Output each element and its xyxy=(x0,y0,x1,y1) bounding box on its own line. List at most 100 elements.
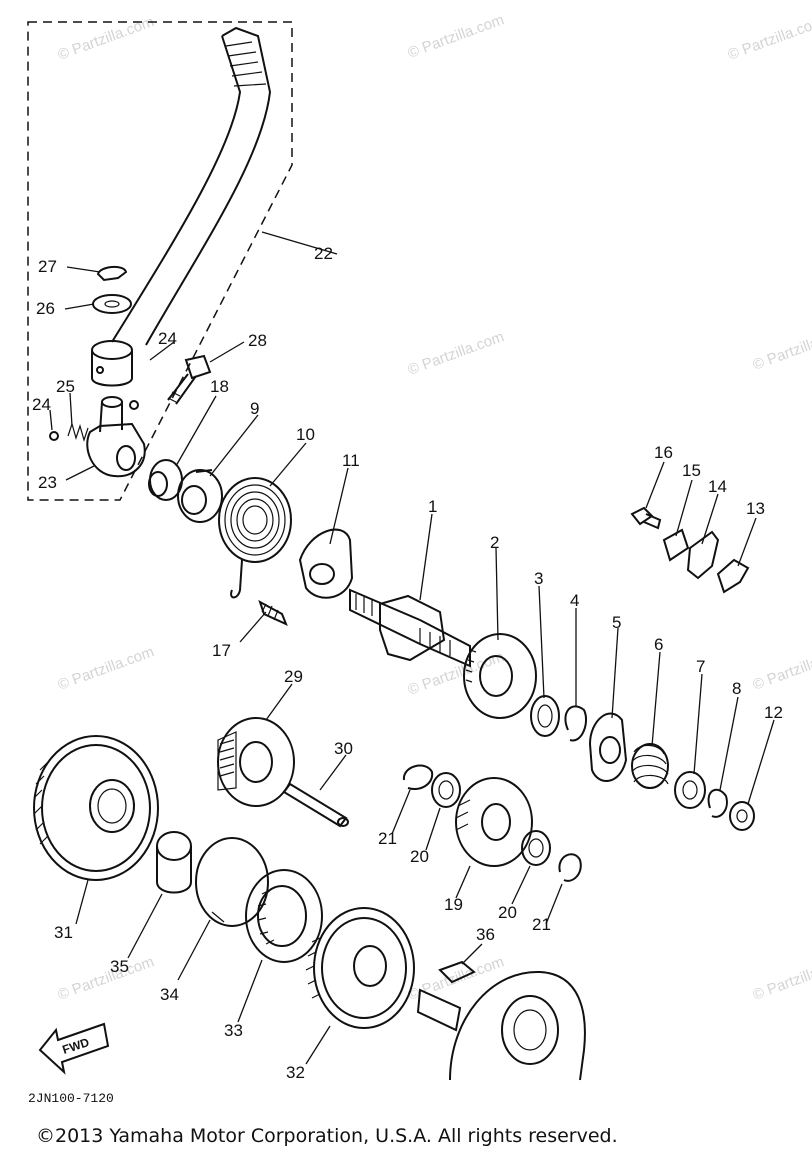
pin-17 xyxy=(258,599,288,626)
callout-29: 29 xyxy=(284,667,303,686)
callout-8: 8 xyxy=(732,679,741,698)
torsion-spring-10 xyxy=(218,477,292,599)
spring-guide-9 xyxy=(177,469,223,523)
watermark: © Partzilla.com xyxy=(56,643,157,694)
callout-30: 30 xyxy=(334,739,353,758)
callout-1: 1 xyxy=(428,497,437,516)
watermark: © Partzilla.com xyxy=(406,328,507,379)
shaft-30 xyxy=(282,782,349,828)
gear-29 xyxy=(217,717,295,807)
bolt-28 xyxy=(167,354,212,405)
callout-27: 27 xyxy=(38,257,57,276)
kick-boss xyxy=(91,340,133,387)
callout-13: 13 xyxy=(746,499,765,518)
washer-20b xyxy=(521,830,551,866)
callout-32: 32 xyxy=(286,1063,305,1082)
plate-11 xyxy=(298,528,354,599)
washer-20b-hole xyxy=(528,838,544,858)
washer-3 xyxy=(530,695,560,737)
callout-20b: 20 xyxy=(498,903,517,922)
ball-24a xyxy=(129,400,139,410)
callout-18: 18 xyxy=(210,377,229,396)
callout-7: 7 xyxy=(696,657,705,676)
callout-33: 33 xyxy=(224,1021,243,1040)
callout-28: 28 xyxy=(248,331,267,350)
spring-25 xyxy=(67,421,89,443)
plate-15 xyxy=(662,528,690,562)
callout-24a: 24 xyxy=(158,329,177,348)
case-housing xyxy=(416,970,586,1081)
ball-24b xyxy=(49,431,59,441)
callout-16: 16 xyxy=(654,443,673,462)
clip-8 xyxy=(707,788,728,818)
watermark: © Partzilla.com xyxy=(751,643,812,694)
callout-21a: 21 xyxy=(378,829,397,848)
clip-27 xyxy=(96,266,128,282)
large-gear-31 xyxy=(33,735,159,881)
callout-26: 26 xyxy=(36,299,55,318)
kick-shaft-1 xyxy=(349,588,471,668)
washer-20a-hole xyxy=(438,780,454,800)
callout-9: 9 xyxy=(250,399,259,418)
callout-15: 15 xyxy=(682,461,701,480)
washer-20a xyxy=(431,772,461,808)
key-36 xyxy=(438,960,476,984)
callout-20a: 20 xyxy=(410,847,429,866)
watermark: © Partzilla.com xyxy=(406,11,507,62)
bushing-35 xyxy=(156,831,192,894)
washer-3-hole xyxy=(537,704,553,728)
callout-10: 10 xyxy=(296,425,315,444)
clip-21a xyxy=(402,764,434,790)
watermark: © Partzilla.com xyxy=(56,953,157,1004)
callout-23: 23 xyxy=(38,473,57,492)
washer-26 xyxy=(92,294,132,314)
kick-crank-23 xyxy=(86,396,146,478)
watermark: © Partzilla.com xyxy=(751,953,812,1004)
circlip-34 xyxy=(195,837,269,927)
washer-7-hole xyxy=(682,780,698,800)
callout-21b: 21 xyxy=(532,915,551,934)
watermark: © Partzilla.com xyxy=(726,13,812,64)
callout-6: 6 xyxy=(654,635,663,654)
gear-19 xyxy=(455,777,533,867)
clip-4 xyxy=(564,705,588,742)
callout-12: 12 xyxy=(764,703,783,722)
gear-32 xyxy=(305,907,415,1029)
callout-17: 17 xyxy=(212,641,231,660)
callout-22: 22 xyxy=(314,244,333,263)
callout-24b: 24 xyxy=(32,395,51,414)
diagram-code: 2JN100-7120 xyxy=(28,1091,114,1106)
callout-25: 25 xyxy=(56,377,75,396)
watermark: © Partzilla.com xyxy=(406,953,507,1004)
callouts: 27 26 22 24 28 25 24 23 18 9 10 11 1 2 3… xyxy=(32,244,783,1082)
leader-lines xyxy=(49,231,775,1065)
callout-4: 4 xyxy=(570,591,579,610)
callout-35: 35 xyxy=(110,957,129,976)
callout-3: 3 xyxy=(534,569,543,588)
kick-lever-arm xyxy=(111,26,272,346)
bolt-16 xyxy=(630,506,662,530)
washer-7 xyxy=(674,771,706,809)
callout-36: 36 xyxy=(476,925,495,944)
clip-21b xyxy=(558,853,582,882)
callout-11: 11 xyxy=(342,451,360,470)
washer-26-hole xyxy=(104,300,120,308)
callout-31: 31 xyxy=(54,923,73,942)
watermark: © Partzilla.com xyxy=(56,13,157,64)
callout-34: 34 xyxy=(160,985,179,1004)
oil-seal-18 xyxy=(148,459,183,501)
spring-6 xyxy=(631,743,669,789)
callout-14: 14 xyxy=(708,477,727,496)
washer-12-hole xyxy=(736,809,748,823)
forward-arrow-icon: FWD xyxy=(38,1022,110,1075)
clutch-33 xyxy=(245,869,323,963)
callout-19: 19 xyxy=(444,895,463,914)
plate-14 xyxy=(686,530,720,580)
ratchet-wheel-2 xyxy=(463,633,537,719)
kick-assembly-outline xyxy=(27,21,293,501)
watermark: © Partzilla.com xyxy=(751,323,812,374)
plate-13 xyxy=(716,558,750,594)
copyright-notice: ©2013 Yamaha Motor Corporation, U.S.A. A… xyxy=(36,1125,618,1147)
